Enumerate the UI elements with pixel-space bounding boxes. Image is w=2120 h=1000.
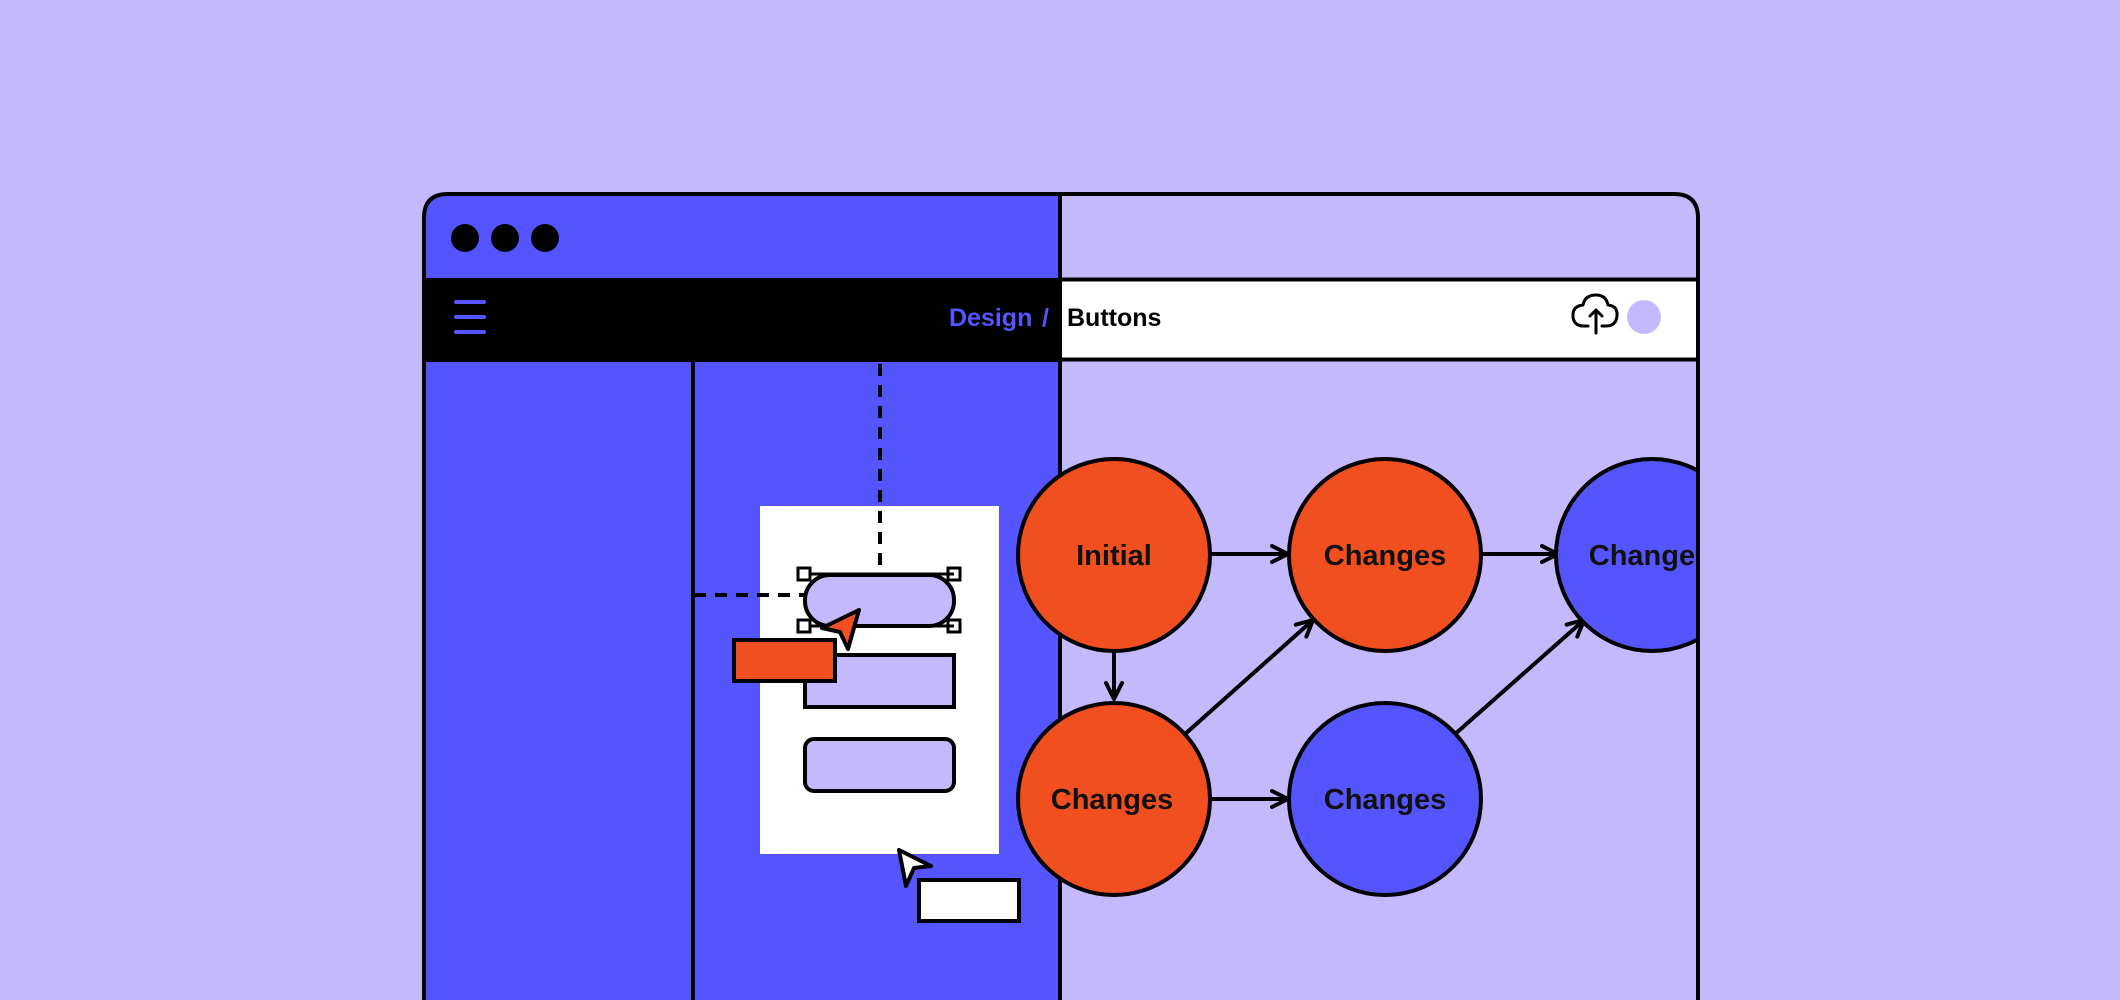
- flow-node-initial[interactable]: Initial: [1016, 457, 1212, 653]
- window-minimize-icon[interactable]: [491, 224, 519, 252]
- flow-node-label: Changes: [1324, 540, 1446, 572]
- flow-node-label: Changes: [1589, 540, 1711, 572]
- avatar[interactable]: [1627, 300, 1661, 334]
- cursor-tag: [917, 878, 1021, 923]
- breadcrumb-separator: /: [1042, 304, 1049, 332]
- breadcrumb-current: Buttons: [1067, 304, 1161, 332]
- cloud-upload-icon[interactable]: [1571, 293, 1619, 335]
- flow-connectors: [1104, 544, 1586, 809]
- flow-node-changes[interactable]: Changes: [1016, 701, 1212, 897]
- window-maximize-icon[interactable]: [531, 224, 559, 252]
- window-close-icon[interactable]: [451, 224, 479, 252]
- flow-node-changes[interactable]: Changes: [1287, 457, 1483, 653]
- flow-node-label: Initial: [1076, 540, 1152, 572]
- app-window-frame: [422, 192, 1700, 1000]
- toolbar-dark: [424, 278, 1060, 362]
- flow-node-changes[interactable]: Changes: [1287, 701, 1483, 897]
- rounded-button[interactable]: [803, 737, 956, 793]
- hamburger-icon[interactable]: [454, 300, 486, 334]
- pointer-cursor-icon: [897, 848, 933, 888]
- breadcrumb-parent[interactable]: Design: [949, 304, 1032, 332]
- flow-node-label: Changes: [1051, 784, 1173, 816]
- flow-node-changes[interactable]: Changes: [1554, 457, 1748, 653]
- selection-tag: [732, 638, 837, 683]
- flow-node-label: Changes: [1324, 784, 1446, 816]
- pill-button[interactable]: [803, 573, 956, 628]
- breadcrumb: Design / Buttons: [949, 304, 1161, 332]
- toolbar-light: [1060, 279, 1698, 360]
- collaborator-cursor-icon: [820, 608, 861, 651]
